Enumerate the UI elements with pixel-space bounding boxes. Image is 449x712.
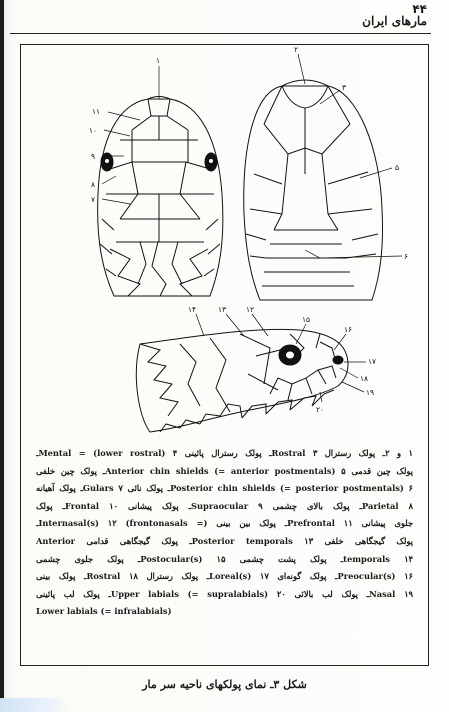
figure-title: شکل ۳ـ نمای پولکهای ناحیه سر مار (0, 678, 449, 691)
label-9: ۹ (91, 152, 95, 161)
running-title: مارهای ایران (362, 14, 427, 28)
caption-line: پولک چین قدمی Anterior chin shields (= a… (36, 463, 413, 481)
label-17: ۱۷ (368, 357, 376, 366)
label-16: ۱۶ (344, 325, 352, 334)
label-2: ۲ (294, 45, 298, 54)
caption-line: پولک گیجگاهی خلفی Posterior temporals ۱۳… (36, 533, 413, 551)
leader-lines (102, 54, 402, 402)
caption-line: temporals ۱۴ـ پولک پشت چشمی Postocular(s… (36, 551, 413, 569)
scan-corner-shadow (0, 698, 70, 712)
label-8: ۸ (91, 180, 95, 189)
label-6: ۶ (404, 252, 408, 261)
label-3: ۳ (342, 83, 346, 92)
caption-line: جلوی پیشانی Prefrontal ۱۱ـ پولک بین بینی… (36, 515, 413, 533)
label-7: ۷ (91, 195, 95, 204)
caption-line: Lower labials (= infralabials) (36, 603, 413, 621)
page-binding-edge (0, 0, 4, 712)
label-1: ۱ (156, 56, 160, 65)
nostril-lateral (333, 356, 343, 364)
caption-line: Posterior chin shields (= posterior post… (36, 480, 413, 498)
label-19: ۱۹ (366, 388, 374, 397)
scale-diagram: ۱ ۱۱ ۱۰ ۹ ۸ ۷ ۲ ۳ ۵ ۶ ۱۴ ۱۳ ۱۲ ۱۵ ۱۶ ۱۷ … (20, 44, 429, 449)
figure-caption: ۱ و ۲ـ پولک رسترال Rostral ۳ـ پولک رسترا… (36, 445, 413, 621)
snake-head-figure: ۱ ۱۱ ۱۰ ۹ ۸ ۷ ۲ ۳ ۵ ۶ ۱۴ ۱۳ ۱۲ ۱۵ ۱۶ ۱۷ … (20, 44, 429, 449)
label-10: ۱۰ (89, 126, 97, 135)
dorsal-head-view (98, 97, 223, 297)
header-rule (10, 33, 431, 34)
lateral-head-view (136, 329, 348, 432)
caption-line: ۱ و ۲ـ پولک رسترال Rostral ۳ـ پولک رسترا… (36, 445, 413, 463)
caption-line: Preocular(s) ۱۶ـ پولک گونه‌ای Loreal(s) … (36, 568, 413, 586)
caption-line: Parietal ۸ـ پولک بالای چشمی Supraocular … (36, 498, 413, 516)
label-12: ۱۲ (246, 305, 254, 314)
label-5: ۵ (395, 163, 399, 172)
label-20: ۲۰ (316, 405, 324, 414)
label-14: ۱۴ (188, 305, 196, 314)
label-18: ۱۸ (360, 374, 368, 383)
label-15: ۱۵ (302, 315, 310, 324)
caption-line: Nasal ۱۹ـ پولک لب بالائی Upper labials (… (36, 586, 413, 604)
label-13: ۱۳ (218, 305, 226, 314)
ventral-head-view (244, 80, 383, 300)
label-11: ۱۱ (92, 107, 100, 116)
